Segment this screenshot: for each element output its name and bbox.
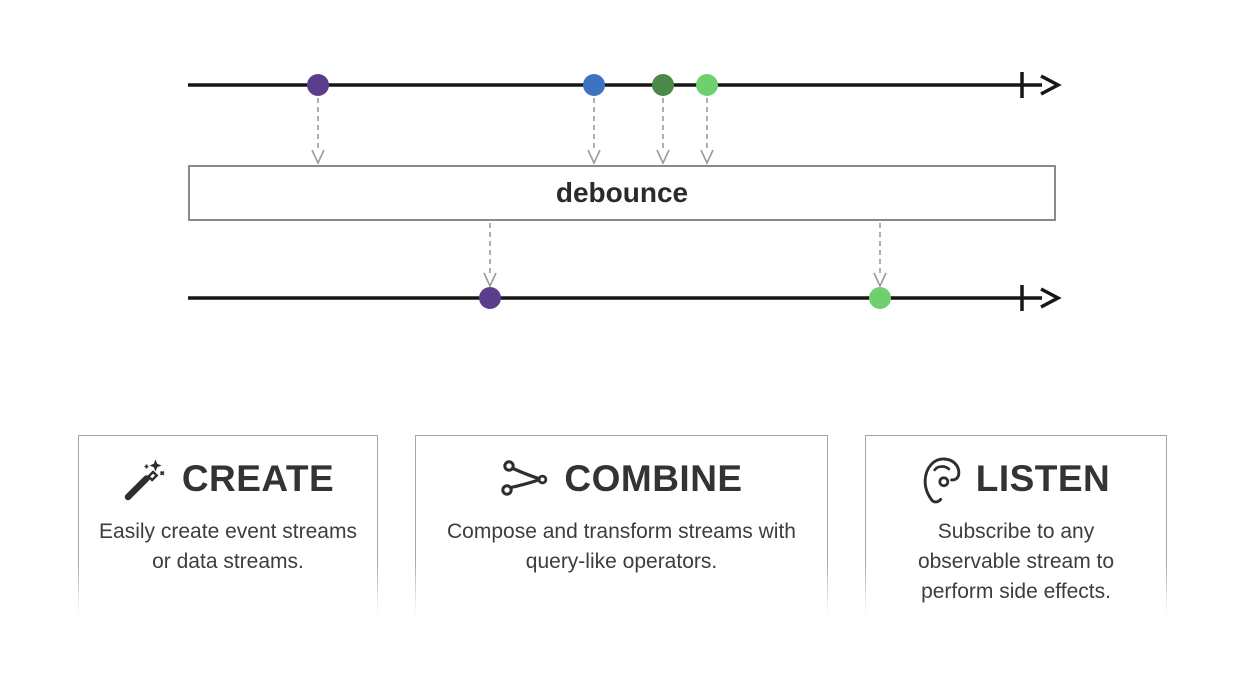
dashed-arrowhead: [700, 149, 714, 165]
input-event-dot-light-green: [696, 74, 718, 96]
output-event-dot-light-green: [869, 287, 891, 309]
input-event-dot-purple: [307, 74, 329, 96]
marble-diagram-svg: [188, 72, 1062, 311]
dashed-arrowhead: [587, 149, 601, 165]
feature-description: Compose and transform streams with query…: [447, 520, 796, 573]
feature-description: Easily create event streams or data stre…: [99, 520, 357, 573]
operator-box: debounce: [188, 165, 1056, 221]
feature-card-listen: LISTEN Subscribe to any observable strea…: [865, 435, 1167, 617]
feature-card-create: CREATE Easily create event streams or da…: [78, 435, 378, 617]
feature-card-header: COMBINE: [415, 435, 828, 505]
input-event-dot-dark-green: [652, 74, 674, 96]
feature-description: Subscribe to any observable stream to pe…: [917, 520, 1115, 603]
input-event-dot-blue: [583, 74, 605, 96]
feature-card-header: LISTEN: [865, 435, 1167, 505]
dashed-arrowhead: [311, 149, 325, 165]
merge-streams-icon: [501, 460, 548, 496]
output-stream-arrowhead: [1040, 287, 1062, 309]
ear-icon: [923, 457, 960, 504]
dashed-arrowhead: [873, 272, 887, 288]
feature-card-combine: COMBINE Compose and transform streams wi…: [415, 435, 828, 617]
magic-wand-icon: [124, 459, 165, 501]
output-event-dot-purple: [479, 287, 501, 309]
feature-title: LISTEN: [975, 458, 1111, 499]
dashed-arrowhead: [656, 149, 670, 165]
feature-title: COMBINE: [564, 458, 743, 499]
dashed-arrowhead: [483, 272, 497, 288]
feature-title: CREATE: [181, 458, 335, 499]
input-stream-arrowhead: [1040, 74, 1062, 96]
operator-label: debounce: [555, 177, 689, 208]
feature-card-header: CREATE: [78, 435, 378, 505]
